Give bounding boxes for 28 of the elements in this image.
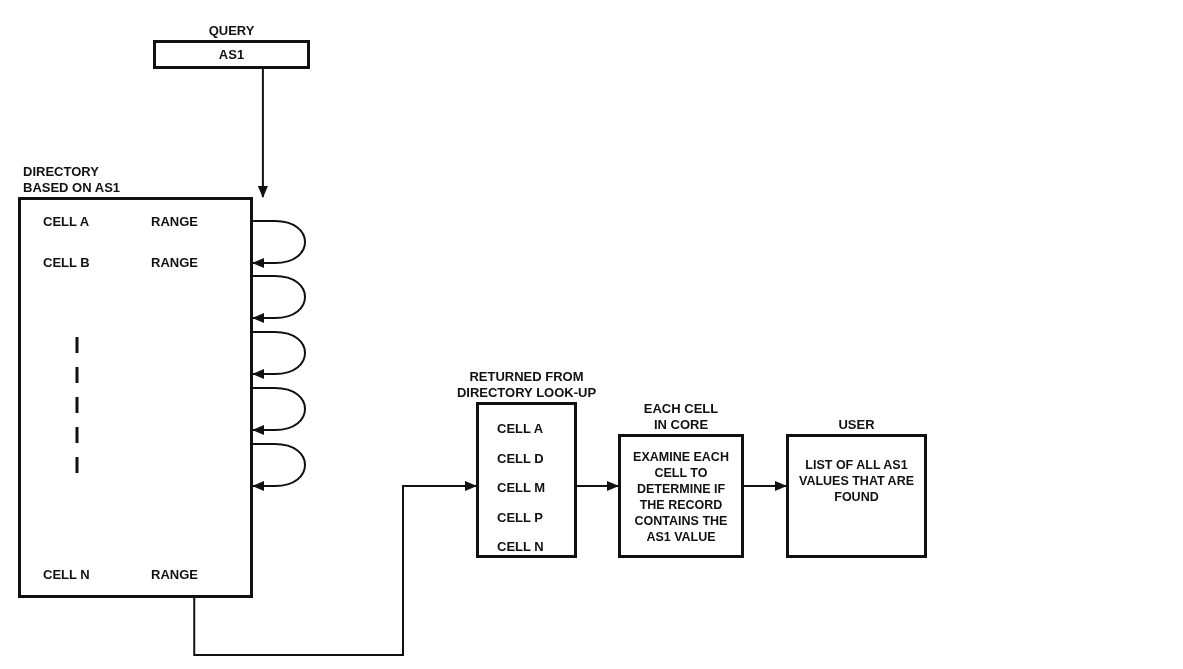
arrow — [252, 331, 306, 379]
box-heading: RETURNED FROM DIRECTORY LOOK-UP — [455, 369, 598, 401]
box-heading: USER — [837, 417, 876, 433]
box-heading: DIRECTORY BASED ON AS1 — [23, 164, 122, 196]
arrow — [576, 481, 619, 491]
node-text: LIST OF ALL AS1 VALUES THAT ARE FOUND — [797, 457, 915, 506]
cell-label: CELL P — [497, 509, 543, 526]
arrow — [193, 481, 477, 656]
arrow — [252, 275, 306, 323]
cell-label: CELL B — [43, 255, 90, 271]
range-label: RANGE — [151, 567, 198, 583]
arrow — [257, 68, 268, 198]
range-label: RANGE — [151, 214, 198, 230]
cell-label: CELL N — [43, 567, 90, 583]
node-text: AS1 — [217, 47, 246, 63]
cell-label: CELL A — [497, 421, 544, 437]
node-text: EXAMINE EACH CELL TO DETERMINE IF THE RECORD CONTAINS THE AS1 VALUE — [632, 449, 730, 546]
range-label: RANGE — [151, 255, 198, 271]
arrow — [252, 220, 306, 268]
box-heading: EACH CELL IN CORE — [642, 401, 720, 433]
cell-label: CELL D — [497, 450, 544, 467]
box-heading: QUERY — [207, 23, 256, 39]
cell-label: CELL N — [497, 539, 544, 555]
arrow — [743, 481, 787, 491]
cell-label: CELL M — [497, 480, 546, 496]
arrow — [252, 387, 306, 435]
cell-label: CELL A — [43, 214, 90, 230]
arrow — [252, 443, 306, 491]
